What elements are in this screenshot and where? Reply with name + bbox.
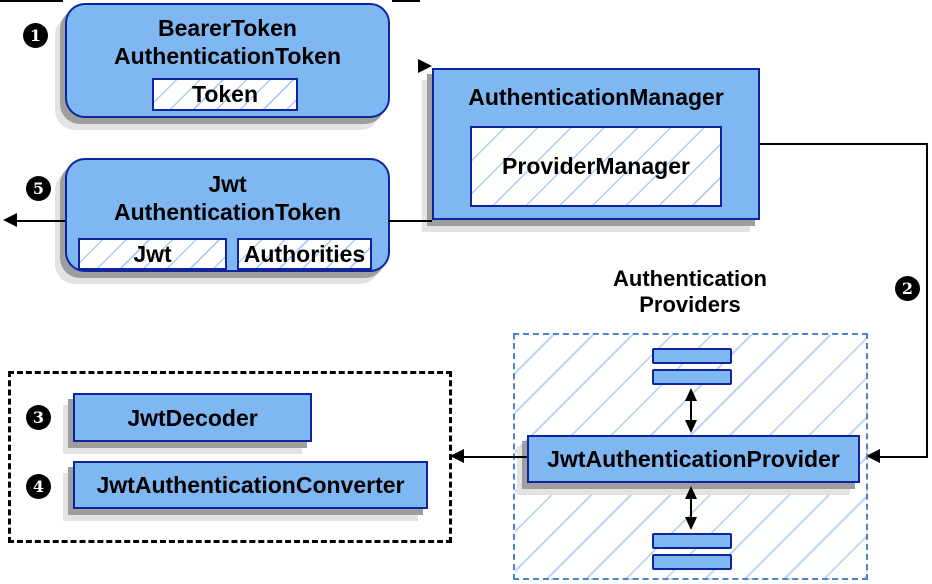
arrowhead-right-to-manager — [418, 59, 432, 73]
token-field-label: Token — [191, 81, 259, 107]
jwt-authentication-converter-title: JwtAuthenticationConverter — [96, 472, 405, 498]
authentication-providers-label: Authentication Providers — [540, 266, 840, 318]
jwt-authentication-provider-node: JwtAuthenticationProvider — [527, 435, 860, 483]
flow-line-right-vertical — [926, 143, 928, 458]
bearer-token-title-line1: BearerToken — [158, 15, 297, 41]
provider-manager-field: ProviderManager — [470, 126, 722, 207]
arrowhead-left-out — [3, 213, 17, 227]
support-dashed-container — [8, 371, 452, 543]
double-arrow-bottom-line — [690, 497, 692, 519]
double-arrow-top-up-head — [685, 388, 697, 401]
step-badge-3: 3 — [26, 405, 51, 430]
flow-line-jwt-token-out — [16, 220, 65, 222]
double-arrow-top-down-head — [685, 420, 697, 433]
step-badge-5: 5 — [26, 176, 51, 201]
flow-line-manager-to-jwt-token — [388, 220, 432, 222]
jwt-field-label: Jwt — [133, 240, 172, 267]
authorities-field-label: Authorities — [243, 240, 366, 267]
flow-line-request-in — [0, 0, 63, 2]
flow-line-provider-to-support — [464, 456, 527, 458]
jwt-decoder-node: JwtDecoder — [73, 393, 312, 442]
authentication-providers-label-line2: Providers — [639, 292, 741, 317]
step-badge-4: 4 — [26, 474, 51, 499]
double-arrow-bottom-down-head — [685, 517, 697, 530]
flow-line-to-jwt-provider — [878, 456, 927, 458]
jwt-field: Jwt — [78, 238, 227, 270]
provider-stack-bar — [652, 554, 732, 570]
jwt-authentication-converter-node: JwtAuthenticationConverter — [73, 461, 428, 509]
step-badge-3-number: 3 — [32, 408, 45, 427]
token-field: Token — [152, 78, 298, 111]
step-badge-1: 1 — [23, 23, 48, 48]
double-arrow-top-line — [690, 399, 692, 422]
arrowhead-left-to-support — [450, 449, 464, 463]
jwt-token-title-line1: Jwt — [208, 171, 247, 197]
provider-stack-bar — [652, 533, 732, 549]
authentication-manager-title: AuthenticationManager — [468, 84, 724, 110]
step-badge-1-number: 1 — [29, 26, 42, 45]
authorities-field: Authorities — [237, 238, 372, 270]
step-badge-5-number: 5 — [32, 179, 45, 198]
step-badge-2: 2 — [895, 276, 920, 301]
flow-line-manager-right — [760, 143, 928, 145]
authentication-providers-label-line1: Authentication — [613, 266, 767, 291]
double-arrow-bottom-up-head — [685, 486, 697, 499]
provider-stack-bar — [652, 348, 732, 364]
jwt-decoder-title: JwtDecoder — [127, 404, 258, 431]
arrowhead-left-to-jwt-provider — [866, 449, 880, 463]
bearer-token-title-line2: AuthenticationToken — [113, 43, 341, 69]
jwt-authentication-provider-title: JwtAuthenticationProvider — [547, 446, 840, 472]
provider-stack-bar — [652, 369, 732, 385]
flow-line-token-to-manager — [392, 0, 420, 2]
jwt-token-title-line2: AuthenticationToken — [113, 199, 341, 225]
provider-manager-field-label: ProviderManager — [502, 153, 690, 179]
step-badge-2-number: 2 — [901, 279, 914, 298]
step-badge-4-number: 4 — [32, 477, 45, 496]
